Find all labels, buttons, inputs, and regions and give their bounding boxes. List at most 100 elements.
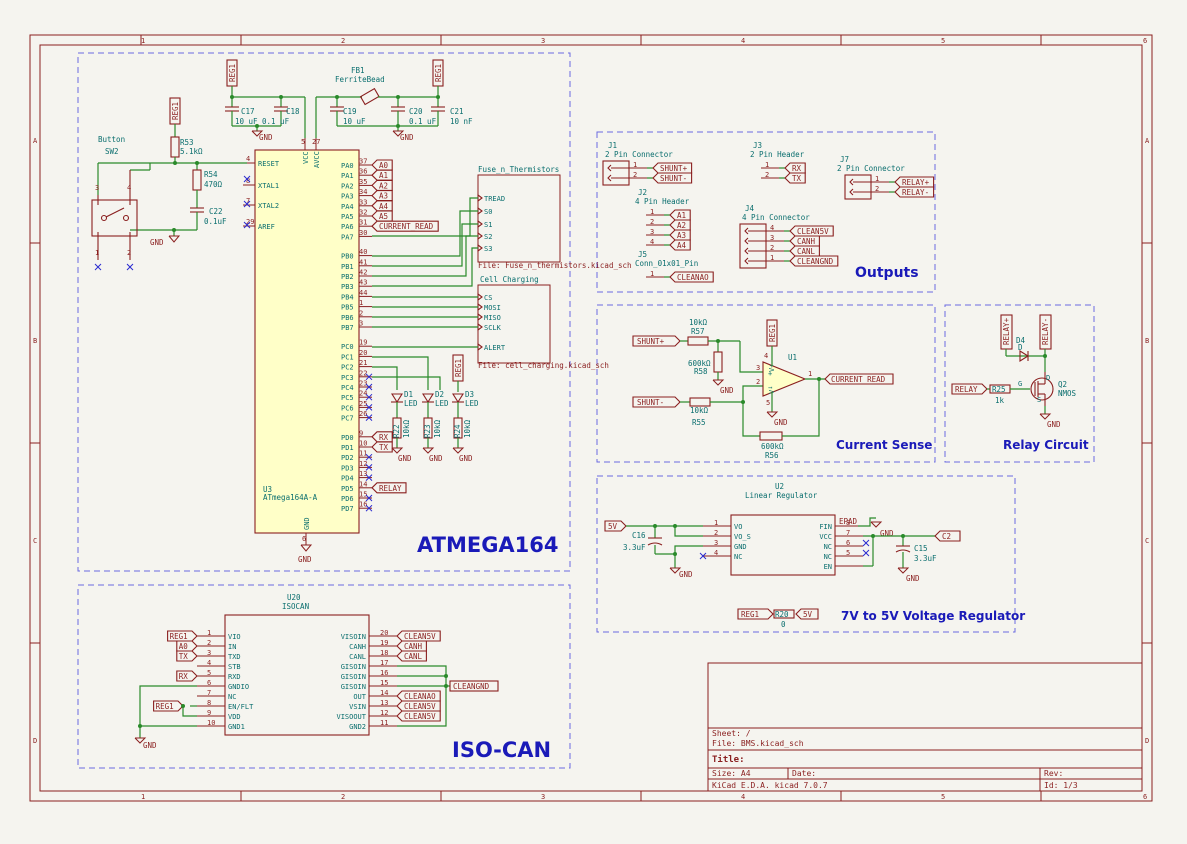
cleangnd-label: CLEANGND xyxy=(453,682,490,691)
svg-text:2: 2 xyxy=(650,218,654,226)
iso-right-name: GND2 xyxy=(349,723,366,731)
reg-right-name: NC xyxy=(824,543,832,551)
mcu-right-pin-name: PD6 xyxy=(341,495,354,503)
reg-left-name: NC xyxy=(734,553,742,561)
relay-section-box xyxy=(944,304,1095,463)
iso-left-net: A0 xyxy=(179,642,189,651)
mcu-right-pin-name: PC5 xyxy=(341,394,354,402)
svg-text:A3: A3 xyxy=(677,231,686,240)
c16-val: 3.3uF xyxy=(623,543,646,552)
col-label: 5 xyxy=(941,793,945,801)
outputs-section-title: Outputs xyxy=(855,265,919,281)
row-label: C xyxy=(1145,537,1149,545)
cell-pin: MISO xyxy=(484,314,501,322)
mcu-right-pin-name: PA2 xyxy=(341,182,354,190)
mcu-right-pin-num: 31 xyxy=(359,219,367,227)
mcu-ref: U3 xyxy=(263,485,272,494)
row-label: A xyxy=(33,137,38,145)
iso-right-name: VISOIN xyxy=(341,633,366,641)
mcu-right-pin-num: 14 xyxy=(359,480,367,488)
sw2-pin4: 4 xyxy=(127,184,131,192)
iso-left-num: 2 xyxy=(207,639,211,647)
connector-j2-net: A4 xyxy=(669,239,691,251)
mcu-right-pin-num: 2 xyxy=(359,309,363,317)
connector-j4-net: CANL xyxy=(789,245,820,257)
q2-s: S xyxy=(1037,396,1041,404)
subsheet-fuse-name: Fuse_n_Thermistors xyxy=(478,165,559,174)
u1-pin4: 4 xyxy=(764,352,768,360)
row-label: A xyxy=(1145,137,1150,145)
col-label: 3 xyxy=(541,37,545,45)
iso-left-num: 7 xyxy=(207,689,211,697)
iso-right-name: OUT xyxy=(353,693,366,701)
iso-left-name: STB xyxy=(228,663,241,671)
col-label: 6 xyxy=(1143,793,1147,801)
fb1-val: FerriteBead xyxy=(335,75,385,84)
mcu-right-pin-num: 9 xyxy=(359,429,363,437)
d3-val: LED xyxy=(465,399,479,408)
mcu-right-pin-name: PC7 xyxy=(341,415,354,423)
mcu-left-pin-num: 4 xyxy=(246,155,250,163)
regulator-u2[interactable]: U2 Linear Regulator xyxy=(730,482,836,576)
tb-sheet: Sheet: / xyxy=(712,729,751,738)
svg-text:CLEANGND: CLEANGND xyxy=(797,257,834,266)
mcu-avcc-num: 27 xyxy=(312,138,320,146)
frame-col-labels-top: 1 2 3 4 5 6 xyxy=(141,37,1147,45)
isocan-u20[interactable]: U20 ISOCAN xyxy=(224,593,370,736)
d2-val: LED xyxy=(435,399,449,408)
mcu-left-pin-name: XTAL2 xyxy=(258,202,279,210)
subsheet-fuse[interactable]: Fuse_n_Thermistors File: Fuse_n_thermist… xyxy=(477,165,632,270)
reg1-label-d3: REG1 xyxy=(454,359,463,377)
connector-j2-net: A2 xyxy=(669,219,691,231)
mcu-right-pin-name: PC4 xyxy=(341,384,354,392)
sw2-button[interactable] xyxy=(91,199,138,237)
svg-text:3: 3 xyxy=(650,228,654,236)
decoupling-network: REG1 C17 10 uF C18 0.1 uF GND FB1 Ferrit… xyxy=(225,59,473,142)
svg-text:Conn_01x01_Pin: Conn_01x01_Pin xyxy=(635,259,698,268)
subsheet-cell[interactable]: Cell Charging File: cell_charging.kicad_… xyxy=(477,275,609,370)
svg-text:A2: A2 xyxy=(677,221,686,230)
mcu-right-pin-num: 37 xyxy=(359,158,367,166)
r58-gnd: GND xyxy=(720,386,734,395)
fuse-pin: S1 xyxy=(484,221,492,229)
iso-right-num: 11 xyxy=(380,719,388,727)
iso-left-name: NC xyxy=(228,693,236,701)
r58-ref: R58 xyxy=(694,367,708,376)
svg-text:4: 4 xyxy=(770,224,774,232)
mcu-right-pin-num: 40 xyxy=(359,248,367,256)
svg-text:TX: TX xyxy=(379,443,389,452)
mcu-right-pin-num: 33 xyxy=(359,198,367,206)
mcu-right-pin-name: PC2 xyxy=(341,364,354,372)
led-d3: D3 LED R24 10kΩ GND xyxy=(452,390,479,463)
mcu-right-pin-name: PD5 xyxy=(341,485,354,493)
opamp-u1[interactable] xyxy=(762,361,807,397)
mcu-u3[interactable]: U3 ATmega164A-A xyxy=(254,149,360,534)
iso-left-num: 6 xyxy=(207,679,211,687)
frame-row-labels: A B C D A B C D xyxy=(33,137,1150,745)
iso-right-num: 13 xyxy=(380,699,388,707)
connector-j7-net: RELAY+ xyxy=(894,176,935,188)
svg-text:1: 1 xyxy=(765,161,769,169)
connector-j2-net: A3 xyxy=(669,229,691,241)
iso-right-net: CANH xyxy=(396,640,427,652)
mosfet-q2[interactable] xyxy=(1030,377,1054,401)
svg-text:J5: J5 xyxy=(638,250,647,259)
mcu-right-pin-name: PD7 xyxy=(341,505,354,513)
fuse-pin: S3 xyxy=(484,245,492,253)
mcu-right-pin-num: 25 xyxy=(359,400,367,408)
svg-text:SHUNT+: SHUNT+ xyxy=(637,337,665,346)
mcu-right-pin-num: 23 xyxy=(359,380,367,388)
c19-val: 10 uF xyxy=(343,117,366,126)
gnd-d3: GND xyxy=(459,454,473,463)
c19-ref: C19 xyxy=(343,107,357,116)
iso-left-num: 10 xyxy=(207,719,215,727)
